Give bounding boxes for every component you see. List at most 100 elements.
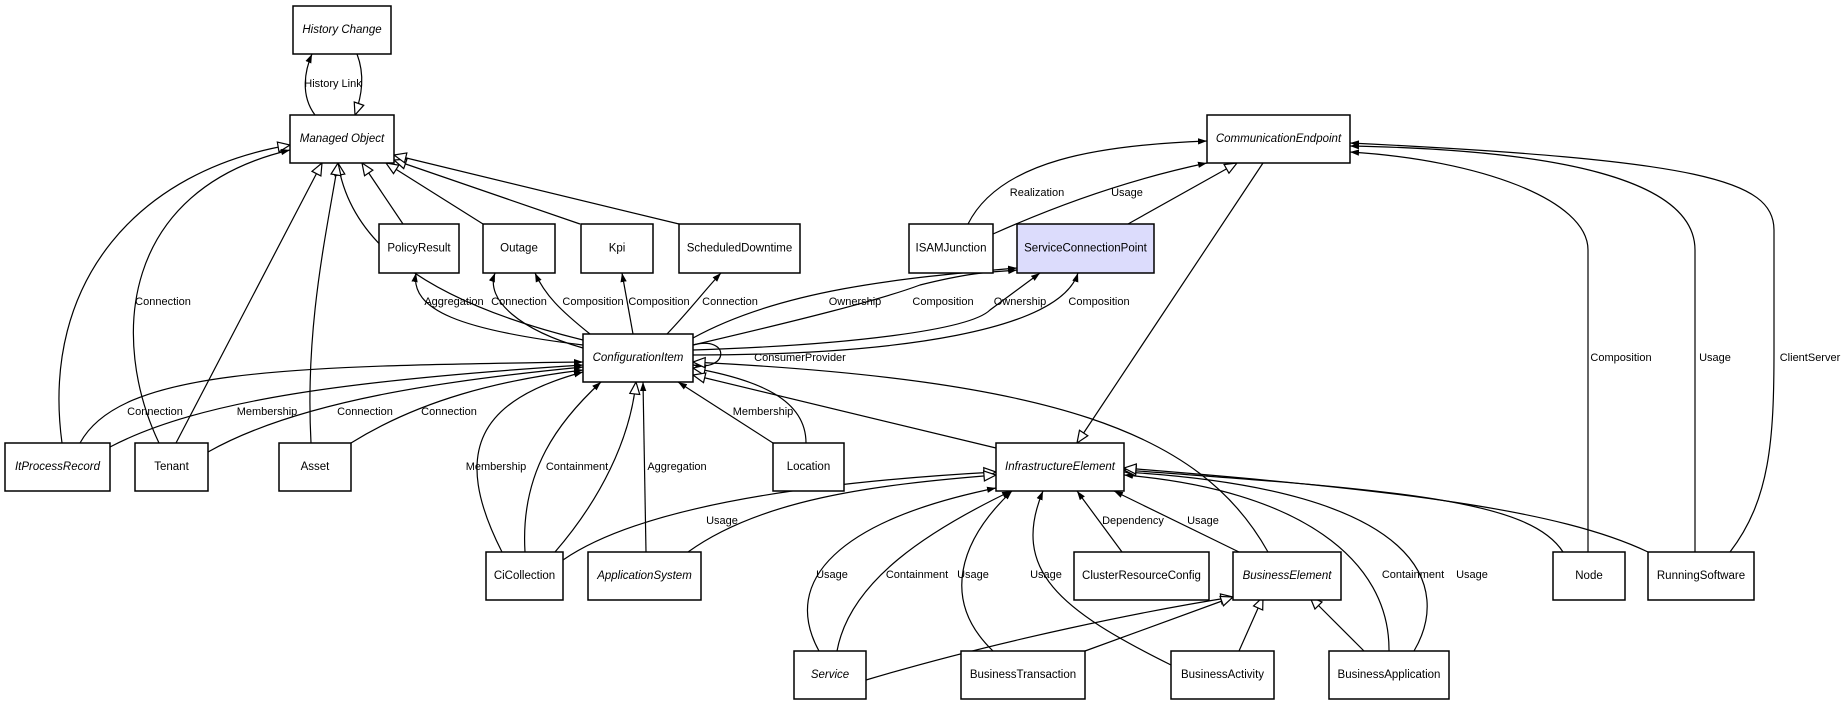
class-name: Managed Object bbox=[300, 133, 385, 145]
generalization-edge bbox=[1127, 163, 1237, 225]
association-edge bbox=[1032, 490, 1172, 666]
class-box bbox=[1170, 650, 1275, 700]
generalization-edge bbox=[693, 368, 807, 444]
generalization-edge bbox=[562, 472, 996, 561]
class-box bbox=[482, 223, 556, 274]
class-node-ba[interactable]: BusinessActivity bbox=[1170, 650, 1275, 700]
edge-label: Composition bbox=[628, 296, 689, 308]
edge-label: Dependency bbox=[1102, 515, 1164, 527]
class-name: ClusterResourceConfig bbox=[1082, 570, 1201, 582]
class-box bbox=[1016, 223, 1155, 274]
class-name: ScheduledDowntime bbox=[687, 243, 792, 255]
generalization-edge bbox=[362, 163, 404, 225]
class-node-out[interactable]: Outage bbox=[482, 223, 556, 274]
class-node-ce[interactable]: CommunicationEndpoint bbox=[1206, 114, 1351, 164]
class-box bbox=[995, 442, 1125, 492]
class-node-hc[interactable]: History Change bbox=[292, 5, 392, 55]
association-edge bbox=[836, 490, 1012, 652]
class-box bbox=[793, 650, 867, 700]
class-node-mo[interactable]: Managed Object bbox=[289, 114, 395, 164]
edge-label: Containment bbox=[546, 461, 608, 473]
edge-label: Containment bbox=[886, 569, 948, 581]
class-box bbox=[580, 223, 654, 274]
edge-label: Connection bbox=[491, 296, 547, 308]
class-node-asset[interactable]: Asset bbox=[278, 442, 352, 492]
class-box bbox=[378, 223, 460, 274]
class-node-isam[interactable]: ISAMJunction bbox=[908, 223, 994, 274]
edge-label: Composition bbox=[1590, 352, 1651, 364]
association-edge bbox=[1123, 472, 1390, 652]
class-node-svc[interactable]: Service bbox=[793, 650, 867, 700]
class-node-rs[interactable]: RunningSoftware bbox=[1647, 551, 1755, 601]
class-node-aps[interactable]: ApplicationSystem bbox=[587, 551, 702, 601]
association-edge bbox=[132, 149, 291, 444]
generalization-edge bbox=[554, 382, 636, 553]
class-node-pr[interactable]: PolicyResult bbox=[378, 223, 460, 274]
association-edge bbox=[523, 381, 602, 553]
edge-label: Ownership bbox=[994, 296, 1047, 308]
class-node-bt[interactable]: BusinessTransaction bbox=[960, 650, 1086, 700]
generalization-edge bbox=[386, 163, 484, 225]
edge-label: ClientServer bbox=[1780, 352, 1841, 364]
association-edge bbox=[1076, 490, 1123, 553]
edge-label: Connection bbox=[135, 296, 191, 308]
class-box bbox=[587, 551, 702, 601]
class-box bbox=[678, 223, 801, 274]
class-node-kpi[interactable]: Kpi bbox=[580, 223, 654, 274]
generalization-edge bbox=[1238, 597, 1263, 652]
class-node-itpr[interactable]: ItProcessRecord bbox=[4, 442, 111, 492]
class-box bbox=[1073, 551, 1210, 601]
class-node-ie[interactable]: InfrastructureElement bbox=[995, 442, 1125, 492]
class-node-sd[interactable]: ScheduledDowntime bbox=[678, 223, 801, 274]
association-edge bbox=[620, 272, 634, 335]
association-edge bbox=[1113, 490, 1240, 553]
class-name: ServiceConnectionPoint bbox=[1024, 243, 1148, 255]
generalization-edge bbox=[58, 145, 290, 444]
association-edge bbox=[666, 272, 722, 335]
class-name: RunningSoftware bbox=[1657, 570, 1745, 582]
class-name: BusinessActivity bbox=[1181, 669, 1264, 681]
generalization-edge bbox=[394, 160, 581, 225]
class-node-cic[interactable]: CiCollection bbox=[485, 551, 564, 601]
edge-label: Connection bbox=[127, 406, 183, 418]
class-name: Service bbox=[811, 669, 849, 681]
association-edge bbox=[992, 161, 1208, 235]
edge-label: Ownership bbox=[829, 296, 882, 308]
edge-label: Connection bbox=[702, 296, 758, 308]
generalization-edge bbox=[1124, 470, 1564, 553]
association-edge bbox=[109, 362, 584, 448]
edge-label: Usage bbox=[706, 515, 738, 527]
class-name: Location bbox=[787, 461, 830, 473]
generalization-edge bbox=[1310, 597, 1365, 652]
class-node-ten[interactable]: Tenant bbox=[134, 442, 209, 492]
class-name: Tenant bbox=[154, 461, 189, 473]
class-box bbox=[4, 442, 111, 492]
class-node-loc[interactable]: Location bbox=[772, 442, 845, 492]
generalization-edge bbox=[175, 163, 322, 444]
edges bbox=[58, 53, 1775, 681]
association-edge bbox=[1349, 149, 1589, 552]
class-box bbox=[1232, 551, 1342, 601]
association-edge bbox=[79, 358, 584, 444]
class-name: ItProcessRecord bbox=[15, 461, 101, 473]
association-edge bbox=[692, 272, 1079, 356]
class-node-node[interactable]: Node bbox=[1552, 551, 1626, 601]
generalization-edge bbox=[1084, 597, 1233, 652]
edge-label: Connection bbox=[421, 406, 477, 418]
edge-label: Usage bbox=[1111, 187, 1143, 199]
class-node-ci[interactable]: ConfigurationItem bbox=[582, 333, 694, 383]
association-edge bbox=[692, 272, 1041, 351]
association-edge bbox=[640, 381, 647, 553]
association-edge bbox=[967, 138, 1208, 225]
edge-label: Composition bbox=[562, 296, 623, 308]
association-edge bbox=[806, 486, 997, 652]
generalization-edge bbox=[693, 362, 1269, 553]
class-node-crc[interactable]: ClusterResourceConfig bbox=[1073, 551, 1210, 601]
association-edge bbox=[961, 490, 1013, 652]
class-name: BusinessApplication bbox=[1338, 669, 1441, 681]
class-node-be[interactable]: BusinessElement bbox=[1232, 551, 1342, 601]
class-node-scp[interactable]: ServiceConnectionPoint bbox=[1016, 223, 1155, 274]
class-node-bapp[interactable]: BusinessApplication bbox=[1328, 650, 1450, 700]
class-box bbox=[960, 650, 1086, 700]
